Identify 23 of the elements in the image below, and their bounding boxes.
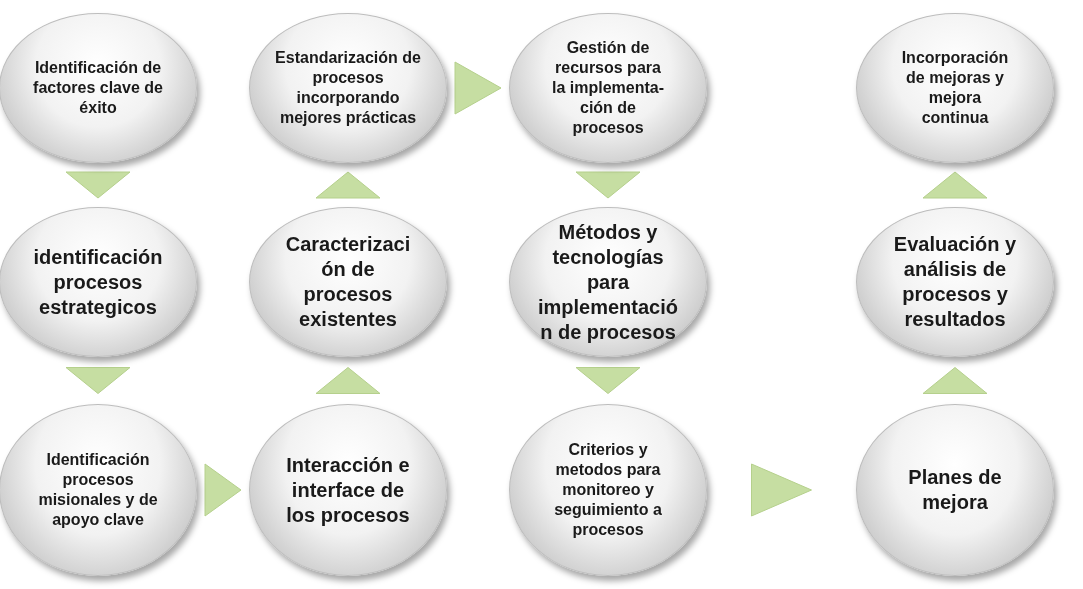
process-label: Identificación procesos misionales y de apoyo clave — [37, 450, 159, 530]
process-label: Estandarización de procesos incorporando mejores prácticas — [274, 48, 422, 128]
arrow — [454, 61, 502, 115]
process-label: Caracterizaci ón de procesos existentes — [284, 232, 412, 332]
process-label: Métodos y tecnologías para implementació n de procesos — [536, 219, 679, 345]
process-label: Identificación de factores clave de éxito — [32, 58, 164, 118]
process-label: Incorporación de mejoras y mejora continua — [900, 48, 1010, 128]
arrow — [751, 463, 812, 517]
process-label: Criterios y metodos para monitoreo y seguimiento a procesos — [553, 440, 663, 540]
arrow — [65, 367, 131, 394]
arrow — [575, 171, 641, 199]
process-label: Interacción e interface de los procesos — [285, 452, 411, 528]
process-label: Planes de mejora — [907, 465, 1003, 515]
arrow — [204, 463, 242, 517]
arrow — [65, 171, 131, 199]
process-label: Gestión de recursos para la implementa- ción de procesos — [551, 38, 665, 138]
process-label: identificación procesos estrategicos — [32, 244, 164, 320]
arrow — [315, 367, 381, 394]
arrow — [315, 171, 381, 199]
arrow — [922, 367, 988, 394]
arrow — [922, 171, 988, 199]
process-label: Evaluación y análisis de procesos y resultados — [892, 232, 1018, 332]
arrow — [575, 367, 641, 394]
